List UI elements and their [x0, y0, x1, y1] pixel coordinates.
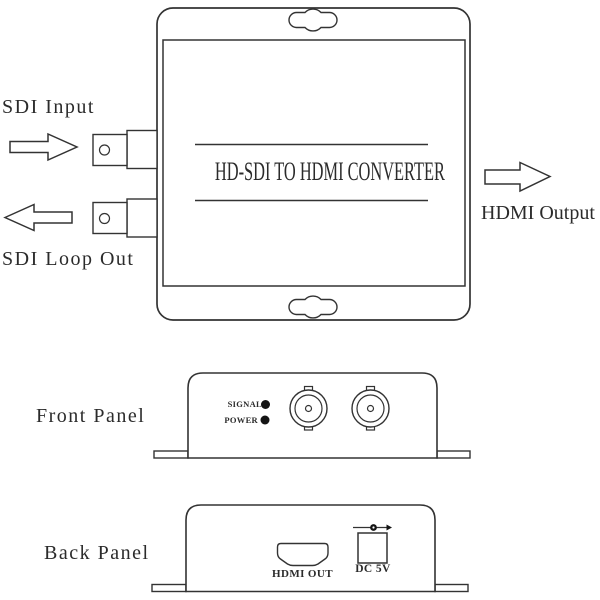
top-view — [3, 7, 552, 321]
bnc-input-pinhole — [98, 144, 111, 156]
hdmi-port-label: HDMI OUT — [272, 568, 333, 580]
front-panel-view — [153, 372, 471, 459]
bnc-port-1-center-pin — [304, 404, 313, 413]
bnc-loopout-stub — [126, 198, 158, 238]
mounting-slot-bottom — [288, 295, 338, 319]
bnc-loopout-connector — [92, 198, 158, 238]
back-panel-view — [151, 504, 469, 593]
front-panel-flange-left — [153, 450, 189, 459]
sdi-loop-out-label: SDI Loop Out — [2, 248, 135, 270]
signal-led — [261, 400, 270, 409]
sdi-loopout-arrow-icon — [3, 203, 73, 232]
signal-led-label: SIGNAL — [227, 399, 262, 409]
bnc-input-connector — [92, 129, 158, 170]
hdmi-port — [276, 542, 329, 567]
bnc-loopout-pinhole — [98, 212, 111, 225]
bnc-port-1-inner-ring — [294, 394, 323, 423]
device-title: HD-SDI TO HDMI CONVERTER — [214, 157, 445, 186]
dc-polarity-arrowhead — [386, 524, 392, 531]
front-panel-title: Front Panel — [36, 405, 146, 427]
front-panel-flange-right — [436, 450, 471, 459]
bnc-port-2-inner-ring — [356, 394, 385, 423]
hdmi-output-label: HDMI Output — [481, 202, 595, 224]
device-inner-panel — [162, 39, 466, 287]
sdi-input-label: SDI Input — [2, 96, 95, 118]
dc-polarity-dot-center — [372, 526, 375, 529]
power-led — [260, 415, 270, 425]
dc-jack — [357, 532, 388, 564]
back-panel-title: Back Panel — [44, 542, 150, 564]
bnc-input-stub — [126, 129, 158, 170]
sdi-input-arrow-icon — [9, 132, 79, 162]
bnc-port-2 — [351, 385, 390, 431]
dc-polarity-icon — [353, 524, 392, 531]
bnc-port-2-center-pin — [366, 404, 375, 413]
dc-power-label: DC 5V — [355, 563, 391, 575]
bnc-port-1 — [289, 385, 328, 431]
power-led-label: POWER — [224, 414, 258, 425]
hdmi-output-arrow-icon — [484, 161, 552, 193]
mounting-slot-top — [288, 8, 338, 32]
back-panel-flange-left — [151, 583, 187, 593]
back-panel-flange-right — [434, 583, 469, 593]
